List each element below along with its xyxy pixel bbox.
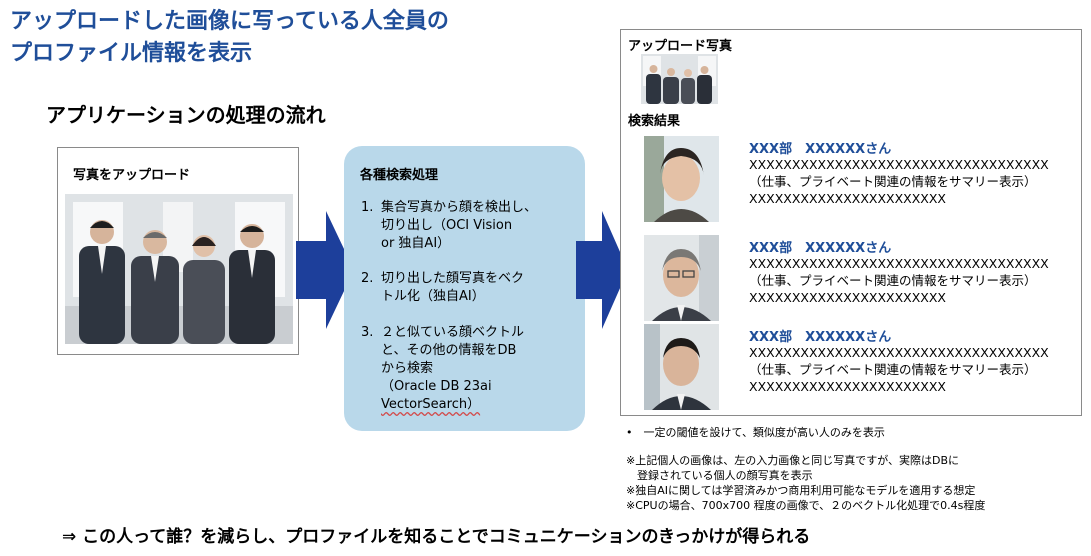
note-line: 登録されている個人の顔写真を表示 xyxy=(626,469,813,482)
conclusion: ⇒ この人って誰？を減らし、プロファイルを知ることでコミュニケーションのきっかけ… xyxy=(62,527,811,547)
process-step-2: 2.切り出した顔写真をベク トル化（独自AI） xyxy=(361,271,525,304)
uploaded-photo-thumbnail xyxy=(641,54,718,104)
result-name: XXX部 XXXXXXさん xyxy=(749,142,892,157)
group-photo xyxy=(65,194,293,344)
person-1 xyxy=(79,220,125,344)
results-panel: アップロード写真 検索結果 XXX部 XXXXXXさん XXXXXXXXXXXX… xyxy=(620,29,1082,416)
section-heading: アプリケーションの処理の流れ xyxy=(46,103,326,127)
upload-label: 写真をアップロード xyxy=(73,168,191,183)
result-name: XXX部 XXXXXXさん xyxy=(749,330,892,345)
face-photo xyxy=(644,235,719,321)
process-label: 各種検索処理 xyxy=(360,168,439,183)
face-photo xyxy=(644,324,719,410)
note-line: ※独自AIに関しては学習済みかつ商用利用可能なモデルを適用する想定 xyxy=(626,484,976,497)
person-4 xyxy=(229,224,275,344)
note-bullet: • 一定の閾値を設けて、類似度が高い人のみを表示 xyxy=(626,426,885,439)
page-title: アップロードした画像に写っている人全員の プロファイル情報を表示 xyxy=(10,6,610,70)
result-info: XXXXXXXXXXXXXXXXXXXXXXXXXXXXXXXXXXX （仕事、… xyxy=(749,345,1049,394)
result-info: XXXXXXXXXXXXXXXXXXXXXXXXXXXXXXXXXXX （仕事、… xyxy=(749,256,1049,305)
process-step-3: 3.２と似ている顔ベクトル と、その他の情報をDB から検索 （Oracle D… xyxy=(361,325,525,412)
result-info: XXXXXXXXXXXXXXXXXXXXXXXXXXXXXXXXXXX （仕事、… xyxy=(749,157,1049,206)
result-name: XXX部 XXXXXXさん xyxy=(749,241,892,256)
result-card: XXX部 XXXXXXさん XXXXXXXXXXXXXXXXXXXXXXXXXX… xyxy=(644,235,1074,321)
notes: • 一定の閾値を設けて、類似度が高い人のみを表示 ※上記個人の画像は、左の入力画… xyxy=(626,425,985,513)
upload-photo-header: アップロード写真 xyxy=(628,39,733,54)
result-card: XXX部 XXXXXXさん XXXXXXXXXXXXXXXXXXXXXXXXXX… xyxy=(644,136,1074,222)
note-line: ※上記個人の画像は、左の入力画像と同じ写真ですが、実際はDBに xyxy=(626,454,960,467)
face-photo xyxy=(644,136,719,222)
result-card: XXX部 XXXXXXさん XXXXXXXXXXXXXXXXXXXXXXXXXX… xyxy=(644,324,1074,410)
title-line-2: プロファイル情報を表示 xyxy=(10,41,253,66)
arrow-right-icon xyxy=(296,211,354,329)
person-3 xyxy=(183,235,225,344)
search-results-header: 検索結果 xyxy=(628,114,681,129)
note-line: ※CPUの場合、700x700 程度の画像で、２のベクトル化処理で0.4s程度 xyxy=(626,499,986,512)
title-line-1: アップロードした画像に写っている人全員の xyxy=(10,9,449,34)
arrow-right-icon xyxy=(576,211,628,329)
process-box: 各種検索処理 1.集合写真から顔を検出し、 切り出し（OCI Vision or… xyxy=(344,146,585,431)
person-2 xyxy=(131,230,179,344)
process-step-1: 1.集合写真から顔を検出し、 切り出し（OCI Vision or 独自AI） xyxy=(361,200,538,251)
upload-box: 写真をアップロード xyxy=(57,147,299,355)
